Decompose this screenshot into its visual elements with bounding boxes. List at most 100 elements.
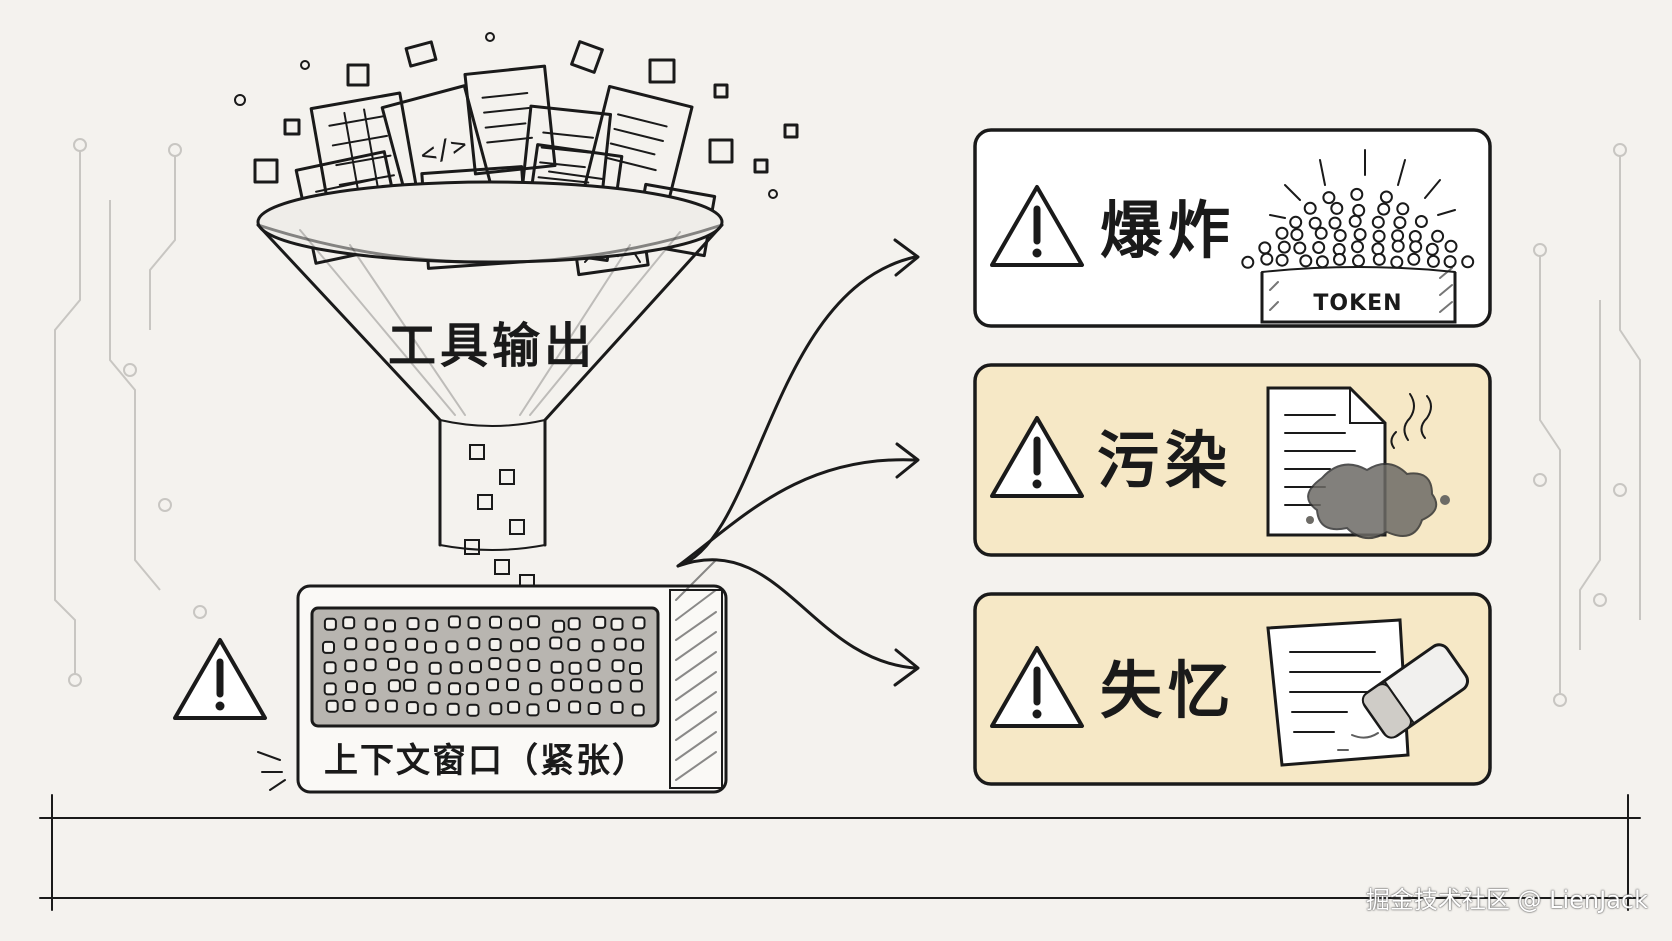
- context-particle: [344, 637, 358, 651]
- context-particle: [322, 640, 335, 654]
- token-ball: [1314, 226, 1328, 240]
- token-ball: [1275, 253, 1289, 267]
- context-particle: [344, 659, 358, 673]
- context-particle: [567, 617, 581, 631]
- context-particle: [466, 703, 480, 717]
- warning-icon: [990, 185, 1084, 267]
- context-particle: [508, 617, 522, 631]
- arrow-to-explosion: [676, 255, 917, 568]
- context-particle: [342, 699, 356, 712]
- context-particle: [427, 681, 441, 695]
- token-ball: [1444, 239, 1458, 253]
- token-ball: [1390, 255, 1404, 269]
- context-particle: [449, 661, 463, 675]
- context-particle: [568, 661, 582, 675]
- svg-text:</>: </>: [417, 130, 470, 171]
- token-ball: [1431, 229, 1445, 243]
- arrow-to-pollution: [676, 458, 917, 568]
- token-bucket-icon: TOKEN: [1241, 149, 1475, 324]
- context-particle: [362, 682, 376, 695]
- eraser-icon: [1266, 618, 1470, 767]
- context-particle: [610, 617, 624, 631]
- token-ball: [1426, 254, 1440, 268]
- context-particle: [446, 702, 460, 716]
- arrows: [676, 238, 920, 687]
- context-particle: [589, 680, 603, 694]
- watermark: 掘金技术社区 @ LienJack: [1365, 886, 1648, 914]
- token-ball: [1241, 255, 1255, 269]
- context-particle: [629, 679, 643, 693]
- context-particle: [425, 618, 439, 632]
- card-label-explosion: 爆炸: [1100, 194, 1236, 267]
- token-ball: [1461, 255, 1475, 269]
- context-particle: [387, 679, 401, 693]
- context-particle: [587, 702, 601, 715]
- token-ball: [1277, 240, 1291, 254]
- funnel: 工具输出: [256, 180, 724, 551]
- context-particle: [403, 678, 417, 692]
- context-particles: [322, 615, 646, 717]
- token-ball: [1425, 242, 1439, 256]
- card-explosion: 爆炸 TOKEN: [973, 128, 1492, 328]
- context-particle: [507, 658, 521, 672]
- context-particle: [404, 660, 418, 674]
- warning-icon: [990, 646, 1084, 728]
- token-ball: [1258, 241, 1272, 255]
- context-particle: [570, 678, 583, 692]
- context-particle: [428, 661, 442, 675]
- context-particle: [631, 638, 645, 652]
- context-particle: [323, 617, 337, 631]
- token-ball: [1377, 202, 1391, 216]
- card-label-pollution: 污染: [1097, 424, 1233, 497]
- context-particle: [465, 682, 479, 696]
- context-particle: [365, 699, 379, 713]
- circuit-decoration-right: [1533, 143, 1641, 707]
- token-ball: [1328, 216, 1342, 230]
- card-amnesia: 失忆: [973, 592, 1492, 786]
- context-particle: [406, 617, 420, 631]
- document-icon: [1266, 386, 1450, 539]
- context-particle: [384, 699, 398, 713]
- context-particle: [629, 662, 642, 675]
- context-particle: [323, 682, 337, 696]
- context-particle: [489, 615, 502, 629]
- context-particle: [526, 703, 540, 717]
- token-ball: [1351, 240, 1364, 254]
- arrow-icon: [895, 442, 920, 479]
- token-ball: [1322, 191, 1336, 205]
- card-pollution: 污染: [973, 363, 1492, 557]
- context-particle: [587, 658, 601, 672]
- token-ball: [1312, 241, 1326, 254]
- context-particle: [489, 702, 503, 716]
- token-ball: [1379, 190, 1393, 204]
- context-particle: [608, 679, 622, 693]
- context-particle: [387, 657, 400, 671]
- context-particle: [467, 637, 481, 651]
- context-particle: [591, 639, 605, 653]
- context-particle: [383, 619, 396, 633]
- context-particle: [529, 682, 543, 696]
- context-window: 上下文窗口（紧张）: [257, 559, 728, 794]
- context-particle: [364, 617, 378, 631]
- token-ball: [1333, 252, 1346, 266]
- context-window-label: 上下文窗口（紧张）: [324, 741, 648, 781]
- token-ball: [1308, 216, 1322, 230]
- token-ball: [1299, 254, 1313, 268]
- context-particle: [547, 699, 560, 713]
- token-ball: [1330, 201, 1344, 215]
- token-ball: [1396, 202, 1410, 216]
- context-particle: [611, 659, 625, 673]
- token-ball: [1391, 239, 1405, 253]
- context-particle: [447, 615, 461, 629]
- context-particle: [448, 682, 461, 696]
- token-ball: [1391, 229, 1405, 243]
- token-ball: [1443, 255, 1457, 269]
- context-particle: [363, 658, 377, 672]
- token-ball: [1371, 242, 1385, 256]
- token-ball: [1289, 215, 1303, 229]
- token-ball: [1371, 215, 1385, 229]
- context-particle: [383, 639, 397, 653]
- context-particle: [593, 615, 607, 629]
- token-ball: [1260, 252, 1274, 266]
